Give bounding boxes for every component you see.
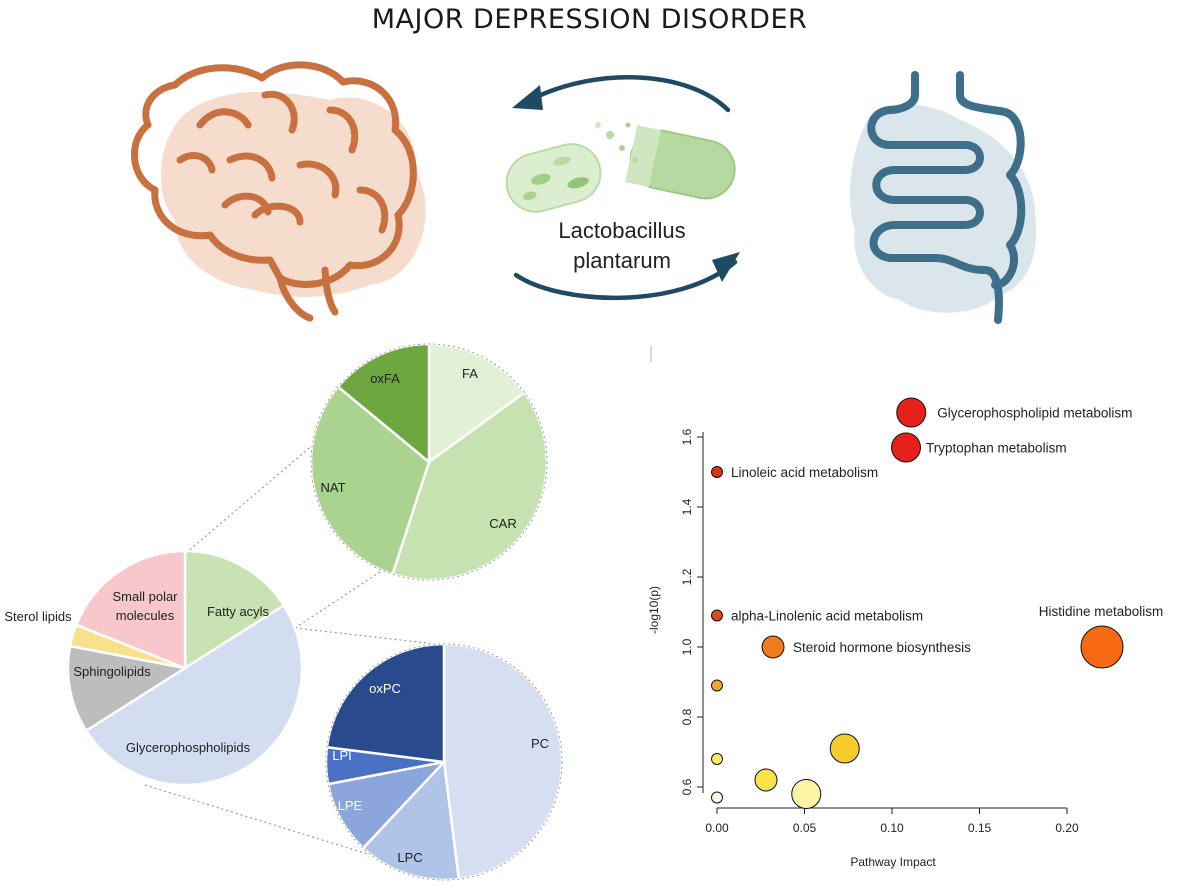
point-label-glycerophospholipid-metabolism: Glycerophospholipid metabolism — [937, 406, 1132, 421]
x-tick-label: 0.20 — [1055, 821, 1079, 835]
label-small-polar-2: molecules — [116, 608, 175, 623]
label-lpi: LPI — [332, 748, 352, 763]
glycerophospholipid-pie — [324, 642, 564, 882]
brain-icon — [131, 61, 426, 322]
x-axis-label: Pathway Impact — [850, 855, 936, 869]
data-point-glycerophospholipid-metabolism — [896, 397, 927, 428]
cycle-arrows — [513, 75, 738, 300]
x-ticks: 0.00 0.05 0.10 0.15 0.20 — [705, 808, 1079, 835]
intestine-icon — [850, 71, 1037, 324]
data-point — [791, 779, 822, 809]
data-point-alpha-linolenic-acid-metabolism — [711, 609, 723, 622]
label-lpe: LPE — [338, 798, 363, 813]
y-axis-label: -log10(p) — [647, 586, 661, 634]
y-tick-label: 0.8 — [680, 708, 694, 725]
y-ticks: 0.6 0.8 1.0 1.2 1.4 1.6 — [680, 428, 703, 795]
x-tick-label: 0.05 — [793, 821, 817, 835]
label-glycerophospholipids: Glycerophospholipids — [126, 740, 251, 755]
y-tick-label: 1.4 — [680, 498, 694, 515]
pie-slice-oxfa — [336, 342, 431, 465]
data-point-linoleic-acid-metabolism — [711, 466, 723, 478]
label-car: CAR — [489, 516, 516, 531]
y-tick-label: 1.2 — [680, 568, 694, 585]
pie-slice-car — [390, 390, 549, 582]
arrow-head-right-icon — [712, 252, 740, 282]
pie-slice-pc — [442, 642, 564, 881]
x-tick-label: 0.10 — [880, 821, 904, 835]
point-label-alpha-linolenic-acid-metabolism: alpha-Linolenic acid metabolism — [731, 609, 923, 624]
point-labels: Glycerophospholipid metabolismTryptophan… — [731, 406, 1163, 656]
label-oxpc: oxPC — [369, 681, 401, 696]
arrow-head-left-icon — [512, 85, 543, 110]
data-point — [754, 768, 778, 792]
point-label-tryptophan-metabolism: Tryptophan metabolism — [926, 441, 1067, 456]
y-tick-label: 0.6 — [680, 778, 694, 795]
cycle-label-line2: plantarum — [573, 248, 671, 273]
label-nat: NAT — [320, 480, 345, 495]
point-label-histidine-metabolism: Histidine metabolism — [1039, 604, 1164, 619]
pie-slice-small-polar-molecules — [74, 549, 187, 670]
data-point — [829, 733, 860, 764]
main-lipid-pie — [66, 549, 304, 787]
data-points — [711, 397, 1124, 809]
y-tick-label: 1.0 — [680, 638, 694, 655]
x-tick-label: 0.15 — [968, 821, 992, 835]
data-point-histidine-metabolism — [1080, 625, 1124, 669]
label-pc: PC — [531, 736, 549, 751]
probiotic-capsule-icon — [505, 122, 736, 213]
label-fa: FA — [462, 366, 478, 381]
label-small-polar-1: Small polar — [112, 589, 178, 604]
point-label-linoleic-acid-metabolism: Linoleic acid metabolism — [731, 465, 878, 480]
label-sterol-lipids: Sterol lipids — [4, 609, 72, 624]
label-lpc: LPC — [397, 850, 422, 865]
label-sphingolipids: Sphingolipids — [73, 664, 151, 679]
pie-outline — [325, 643, 563, 881]
label-fatty-acyls: Fatty acyls — [207, 604, 270, 619]
y-tick-label: 1.6 — [680, 428, 694, 445]
data-point — [711, 679, 723, 692]
pie-slice-glycerophospholipids — [84, 603, 304, 787]
pie-slice-sphingolipids — [66, 644, 189, 733]
pie-outline — [310, 343, 548, 581]
data-point-tryptophan-metabolism — [891, 432, 921, 463]
cycle-label-line1: Lactobacillus — [558, 218, 685, 243]
data-point-steroid-hormone-biosynthesis — [761, 635, 785, 659]
data-point — [711, 753, 723, 765]
x-tick-label: 0.00 — [705, 821, 729, 835]
pie-slice-fatty-acyls — [183, 549, 286, 671]
label-oxfa: oxFA — [370, 371, 400, 386]
arrow-top — [527, 75, 731, 113]
pie-slice-oxpc — [325, 642, 446, 764]
point-label-steroid-hormone-biosynthesis: Steroid hormone biosynthesis — [793, 640, 971, 655]
arrow-bottom — [513, 259, 738, 300]
fatty-acyl-pie — [309, 342, 549, 582]
page-title: MAJOR DEPRESSION DISORDER — [371, 4, 808, 35]
data-point — [711, 791, 723, 804]
